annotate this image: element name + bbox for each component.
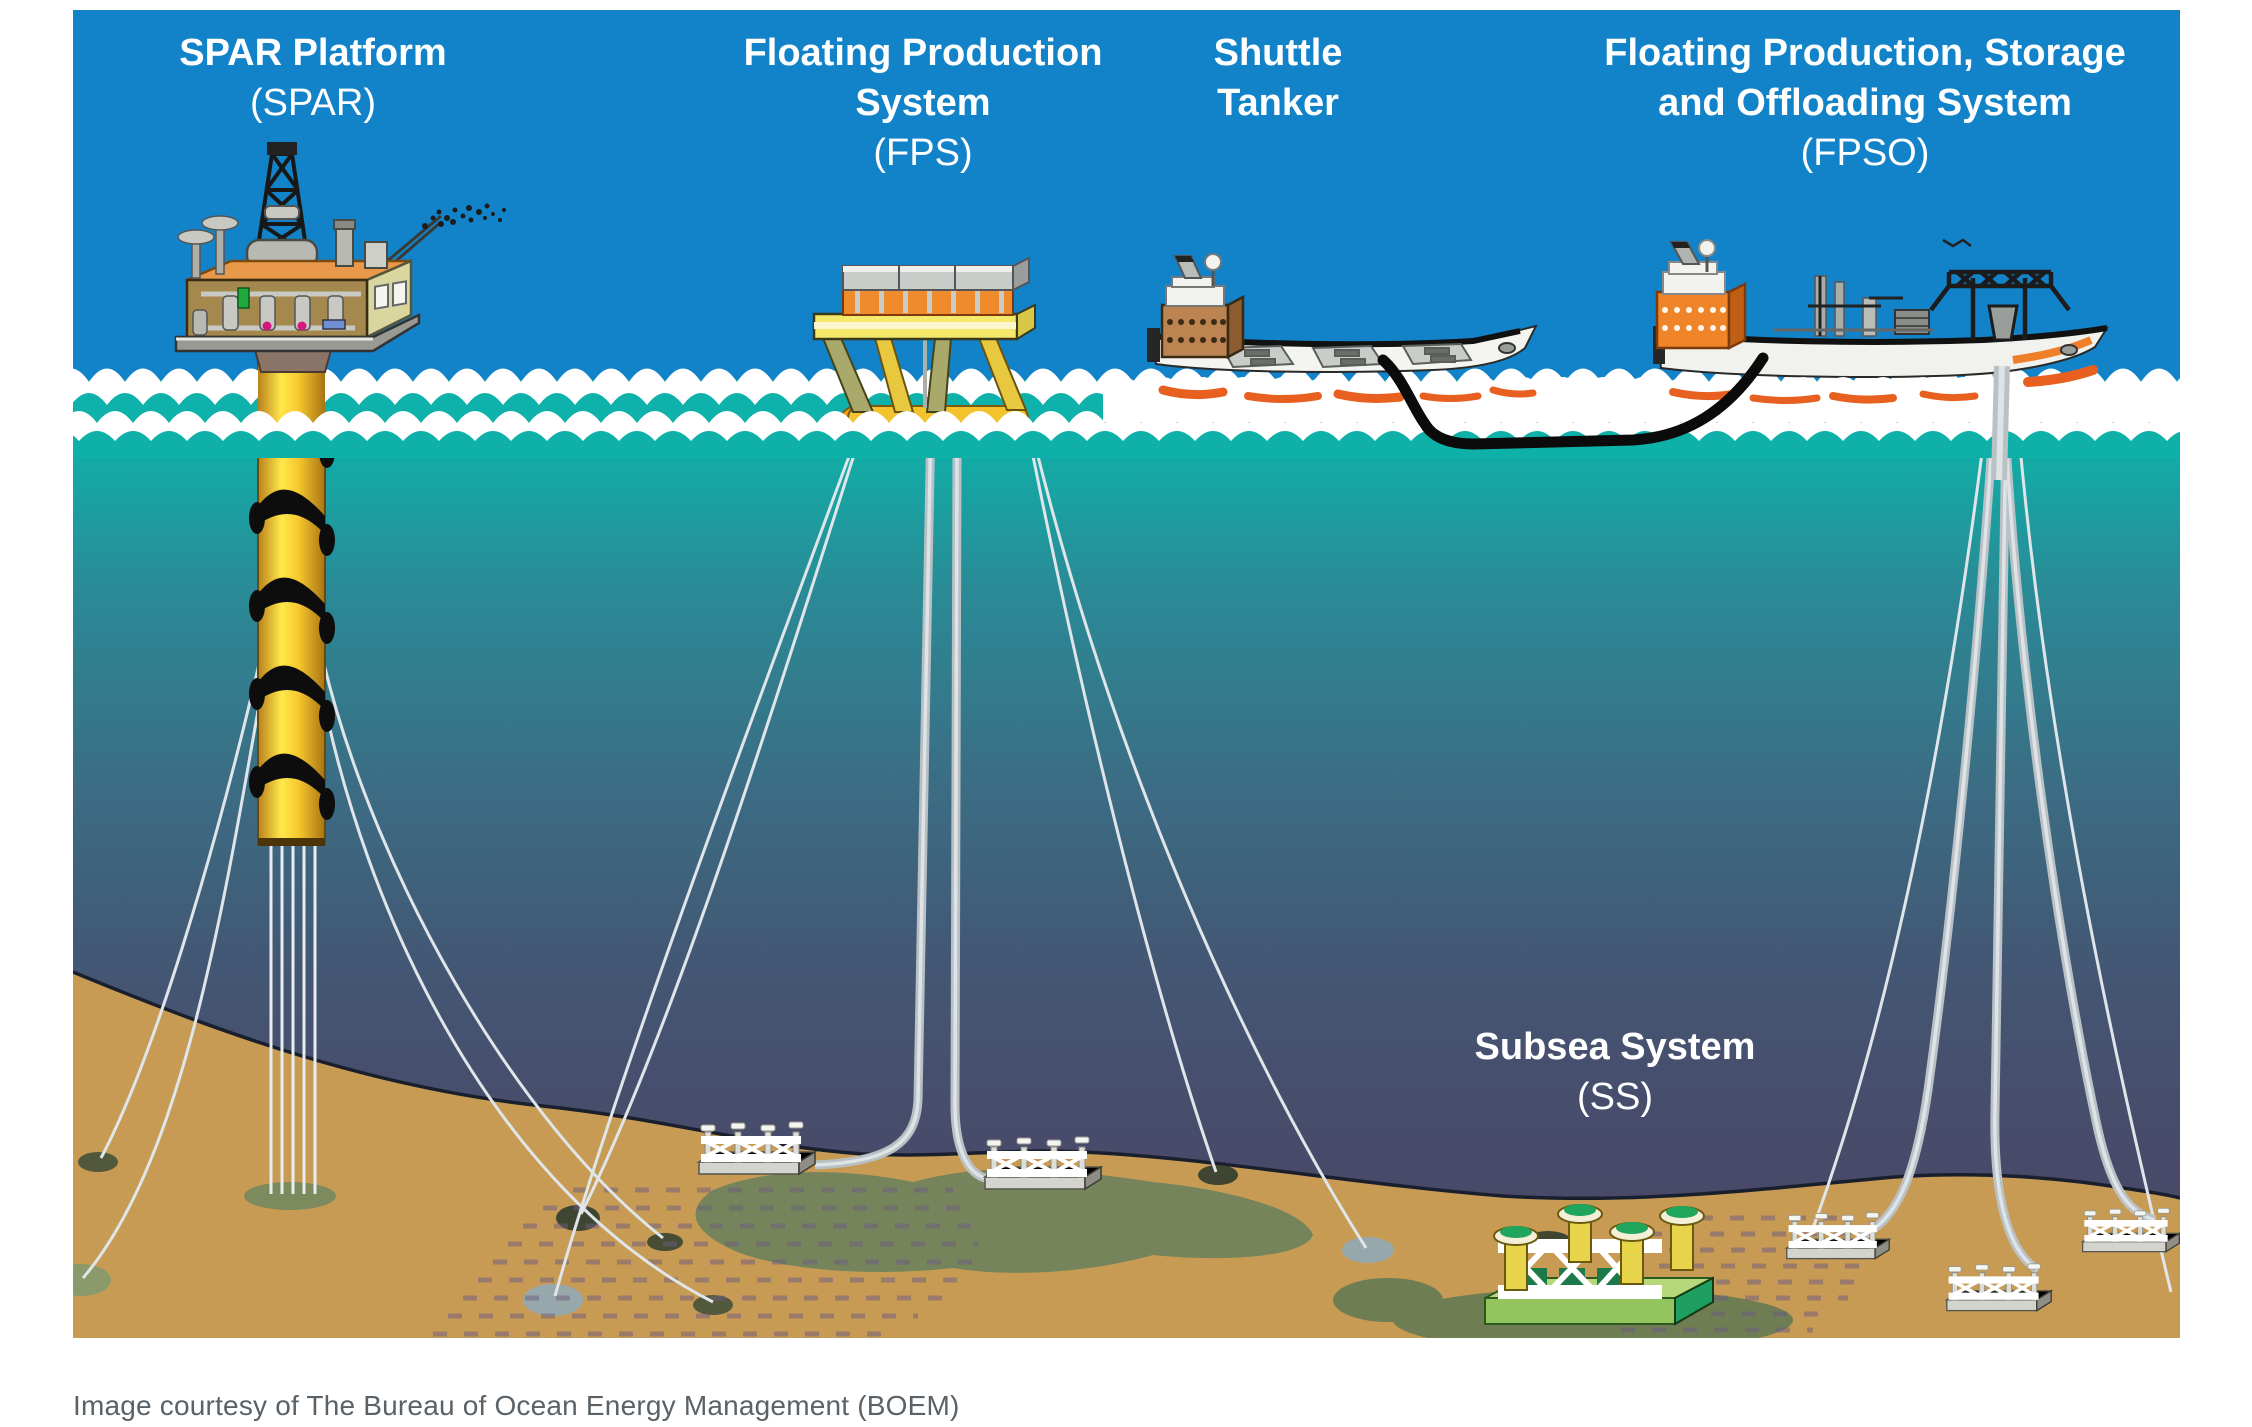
label-subsea-system: Subsea System (SS) xyxy=(1475,1022,1756,1122)
spar-risers xyxy=(269,842,317,1194)
label-fpso-title-2: and Offloading System xyxy=(1658,82,2072,124)
mooring-lines xyxy=(81,361,2173,1304)
spar-mooring-line xyxy=(99,659,262,1159)
label-fps-title-2: System xyxy=(855,82,991,124)
label-spar: SPAR Platform (SPAR) xyxy=(179,28,446,128)
foam-front xyxy=(1103,377,2180,422)
fps-mooring-line xyxy=(579,419,867,1215)
label-fps-abbr: (FPS) xyxy=(873,132,973,174)
label-subsea-title: Subsea System xyxy=(1474,1026,1756,1068)
label-subsea-abbr: (SS) xyxy=(1576,1076,1653,1118)
subsea-system-manifold xyxy=(1484,1204,1714,1326)
offshore-systems-diagram: SPAR Platform (SPAR) Floating Production… xyxy=(73,10,2180,1338)
fpso-superstructure xyxy=(1655,239,1747,351)
label-fpso-title-1: Floating Production, Storage xyxy=(1604,32,2126,74)
label-shuttle-line-2: Tanker xyxy=(1217,82,1339,124)
label-spar-abbr: (SPAR) xyxy=(250,82,376,124)
label-fps-title-1: Floating Production xyxy=(743,32,1103,74)
label-shuttle-line-1: Shuttle xyxy=(1213,32,1343,74)
fpso-bow-derrick xyxy=(1929,269,2071,342)
spar-exhaust-stacks xyxy=(333,219,388,269)
tanker-hatches xyxy=(1221,342,1473,369)
spar-deck-equipment xyxy=(192,287,361,336)
tanker-superstructure xyxy=(1160,253,1245,360)
fpso-mooring-line xyxy=(1811,361,1995,1229)
illustration-canvas xyxy=(73,10,2180,1338)
spar-platform-illustration xyxy=(174,142,506,373)
label-fps: Floating Production System (FPS) xyxy=(744,28,1103,178)
fpso-process-towers xyxy=(1773,238,1972,337)
fpso-illustration xyxy=(1653,238,2110,378)
label-fpso: Floating Production, Storage and Offload… xyxy=(1604,28,2125,178)
spar-wellbay-pad xyxy=(244,1182,336,1210)
spar-strakes xyxy=(249,401,335,820)
flare-smoke xyxy=(422,203,506,229)
spar-side-windows xyxy=(374,280,407,310)
label-shuttle-tanker: Shuttle Tanker xyxy=(1214,28,1343,128)
fpso-risers xyxy=(1859,361,2157,1274)
fps-platform-illustration xyxy=(812,256,1036,432)
fps-risers xyxy=(814,419,987,1183)
caption: Image courtesy of The Bureau of Ocean En… xyxy=(73,1390,960,1421)
seabed-stain xyxy=(695,1168,1313,1273)
waterline-streaks xyxy=(1158,365,2098,404)
shuttle-tanker-illustration xyxy=(1147,253,1538,373)
subsea-wellheads xyxy=(1493,1204,1705,1291)
offloading-hose xyxy=(1377,352,1769,450)
spar-collar xyxy=(253,349,333,373)
label-fpso-abbr: (FPSO) xyxy=(1800,132,1930,174)
spar-deck-rim xyxy=(174,313,421,353)
spar-davit-cranes xyxy=(177,215,239,279)
label-spar-title: SPAR Platform xyxy=(179,32,447,74)
